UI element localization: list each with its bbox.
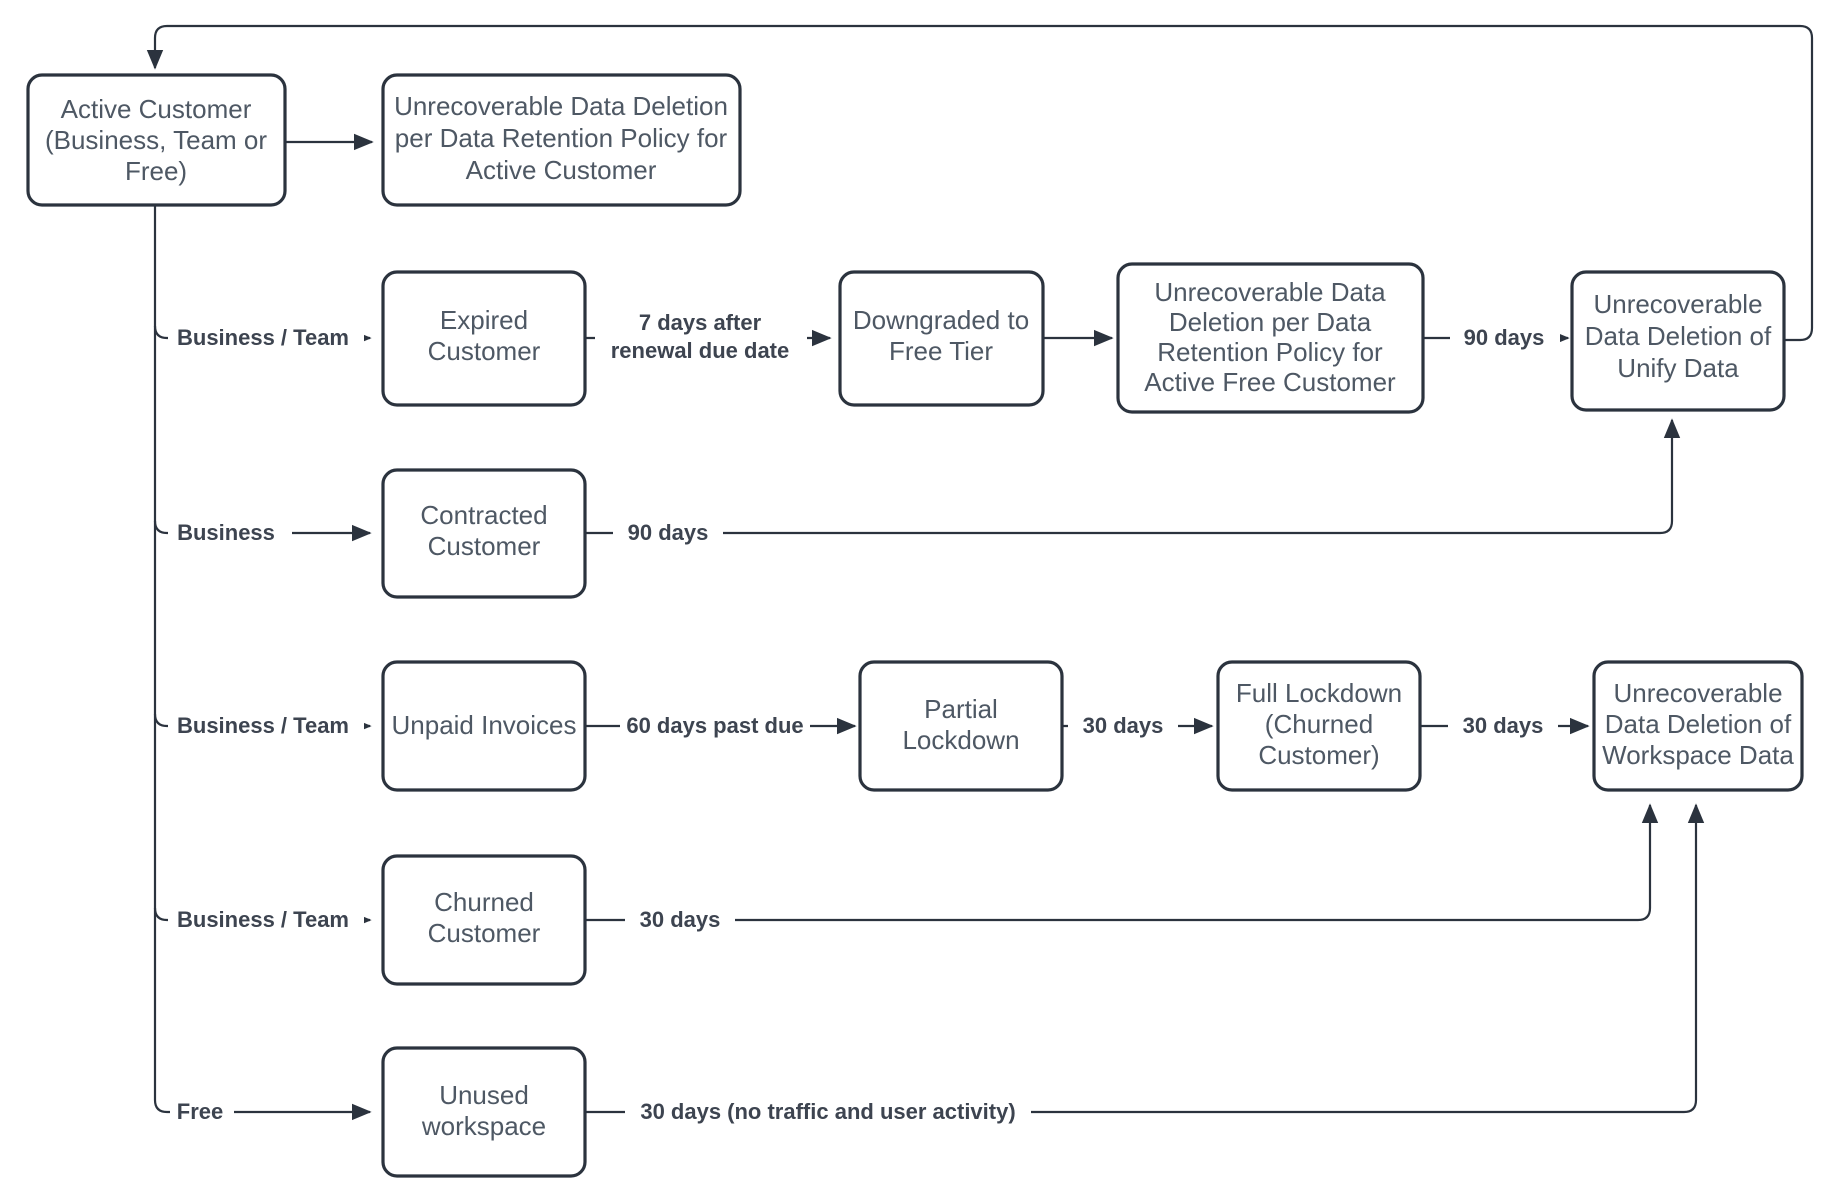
node-unrecoverable-active-line3: Active Customer [466,155,657,185]
node-expired-customer-box[interactable] [381,270,587,407]
edge-label-unpaid-to-partial: 60 days past due [626,713,803,738]
node-unpaid-invoices-line1: Unpaid Invoices [392,710,577,740]
node-active-customer-line2: (Business, Team or [45,125,267,155]
node-downgraded-free-tier-box[interactable] [838,270,1045,407]
label-bg [595,302,807,374]
edge-contracted-to-unify [585,418,1681,535]
edge-label-churned-to-workspace: 30 days [640,907,721,932]
label-bg [168,517,292,549]
edge-label-expired-to-downgraded-2: renewal due date [611,338,790,363]
node-unrecoverable-workspace-data[interactable]: Unrecoverable Data Deletion of Workspace… [1592,660,1804,792]
node-unrecoverable-free-line4: Active Free Customer [1144,367,1396,397]
edge-unused-to-workspace [585,803,1705,1114]
node-contracted-line1: Contracted [420,500,547,530]
edge-label-partial-to-full: 30 days [1083,713,1164,738]
edge-label-contracted-to-unify: 90 days [628,520,709,545]
edge-branch-churned [153,907,180,922]
edge-label-expired-to-downgraded-1: 7 days after [639,310,762,335]
edge-branch-expired [153,325,180,340]
edge-label-business-team-expired: Business / Team [177,325,349,350]
node-unrecoverable-free-line3: Retention Policy for [1157,337,1383,367]
node-full-lockdown-line3: Customer) [1258,740,1379,770]
node-unused-workspace-box[interactable] [381,1046,587,1178]
node-unrecoverable-unify-data[interactable]: Unrecoverable Data Deletion of Unify Dat… [1570,270,1786,412]
node-expired-customer[interactable]: Expired Customer [381,270,587,407]
node-unify-line1: Unrecoverable [1593,289,1762,319]
node-downgraded-free-tier[interactable]: Downgraded to Free Tier [838,270,1045,407]
node-full-lockdown-line1: Full Lockdown [1236,678,1402,708]
node-contracted-customer-box[interactable] [381,468,587,599]
node-partial-lockdown-box[interactable] [858,660,1064,792]
edge-label-business-team-churned: Business / Team [177,907,349,932]
node-full-lockdown-box[interactable] [1216,660,1422,792]
label-bg [625,904,735,936]
edge-churned-to-workspace [585,803,1659,922]
label-bg [620,710,810,742]
node-unused-line2: workspace [421,1111,546,1141]
label-bg [625,1096,1031,1128]
edge-label-full-to-workspace: 30 days [1463,713,1544,738]
node-expired-customer-line2: Customer [428,336,541,366]
label-bg [168,904,364,936]
nodes-layer: Active Customer (Business, Team or Free)… [26,73,1804,1178]
edge-spine [153,205,180,1114]
edge-unify-to-active [146,24,1814,342]
label-bg [1448,710,1558,742]
node-partial-lockdown[interactable]: Partial Lockdown [858,660,1064,792]
label-bg [1450,322,1560,354]
edge-label-unused-to-workspace: 30 days (no traffic and user activity) [640,1099,1015,1124]
label-bg [168,710,364,742]
node-expired-customer-line1: Expired [440,305,528,335]
node-unused-workspace[interactable]: Unused workspace [381,1046,587,1178]
node-unrecoverable-free-line1: Unrecoverable Data [1154,277,1386,307]
node-churned-line1: Churned [434,887,534,917]
label-bg [613,517,723,549]
node-downgraded-line2: Free Tier [889,336,993,366]
edge-label-unrec-free-to-unify: 90 days [1464,325,1545,350]
node-unrecoverable-free-customer[interactable]: Unrecoverable Data Deletion per Data Ret… [1116,262,1425,414]
edge-label-free-unused: Free [177,1099,223,1124]
node-workspace-line3: Workspace Data [1602,740,1794,770]
node-unpaid-invoices[interactable]: Unpaid Invoices [381,660,587,792]
node-unrecoverable-active-customer[interactable]: Unrecoverable Data Deletion per Data Ret… [381,73,742,207]
node-partial-lockdown-line1: Partial [924,694,998,724]
node-churned-line2: Customer [428,918,541,948]
node-workspace-line2: Data Deletion of [1605,709,1792,739]
node-unused-line1: Unused [439,1080,529,1110]
node-unrecoverable-free-line2: Deletion per Data [1169,307,1372,337]
node-unify-line2: Data Deletion of [1585,321,1772,351]
node-unrecoverable-workspace-data-box[interactable] [1592,660,1804,792]
node-unrecoverable-active-customer-box[interactable] [381,73,742,207]
label-bg [170,1096,234,1128]
edge-labels-layer: Business / Team Business Business / Team… [168,302,1560,1128]
node-churned-customer-box[interactable] [381,854,587,986]
node-unpaid-invoices-box[interactable] [381,660,587,792]
node-active-customer-line1: Active Customer [61,94,252,124]
edge-label-business-team-unpaid: Business / Team [177,713,349,738]
node-full-lockdown[interactable]: Full Lockdown (Churned Customer) [1216,660,1422,792]
node-unrecoverable-unify-data-box[interactable] [1570,270,1786,412]
node-unrecoverable-free-customer-box[interactable] [1116,262,1425,414]
node-unrecoverable-active-line1: Unrecoverable Data Deletion [394,91,728,121]
node-active-customer-box[interactable] [26,73,287,207]
node-full-lockdown-line2: (Churned [1265,709,1373,739]
node-partial-lockdown-line2: Lockdown [902,725,1019,755]
label-bg [1068,710,1178,742]
node-workspace-line1: Unrecoverable [1613,678,1782,708]
node-active-customer[interactable]: Active Customer (Business, Team or Free) [26,73,287,207]
node-churned-customer[interactable]: Churned Customer [381,854,587,986]
node-active-customer-line3: Free) [125,156,187,186]
edge-branch-unpaid [153,713,180,728]
edge-label-business-contracted: Business [177,520,275,545]
node-contracted-line2: Customer [428,531,541,561]
node-contracted-customer[interactable]: Contracted Customer [381,468,587,599]
node-unrecoverable-active-line2: per Data Retention Policy for [395,123,728,153]
edge-branch-contracted [153,520,180,535]
label-bg [168,322,364,354]
node-unify-line3: Unify Data [1617,353,1739,383]
node-downgraded-line1: Downgraded to [853,305,1029,335]
